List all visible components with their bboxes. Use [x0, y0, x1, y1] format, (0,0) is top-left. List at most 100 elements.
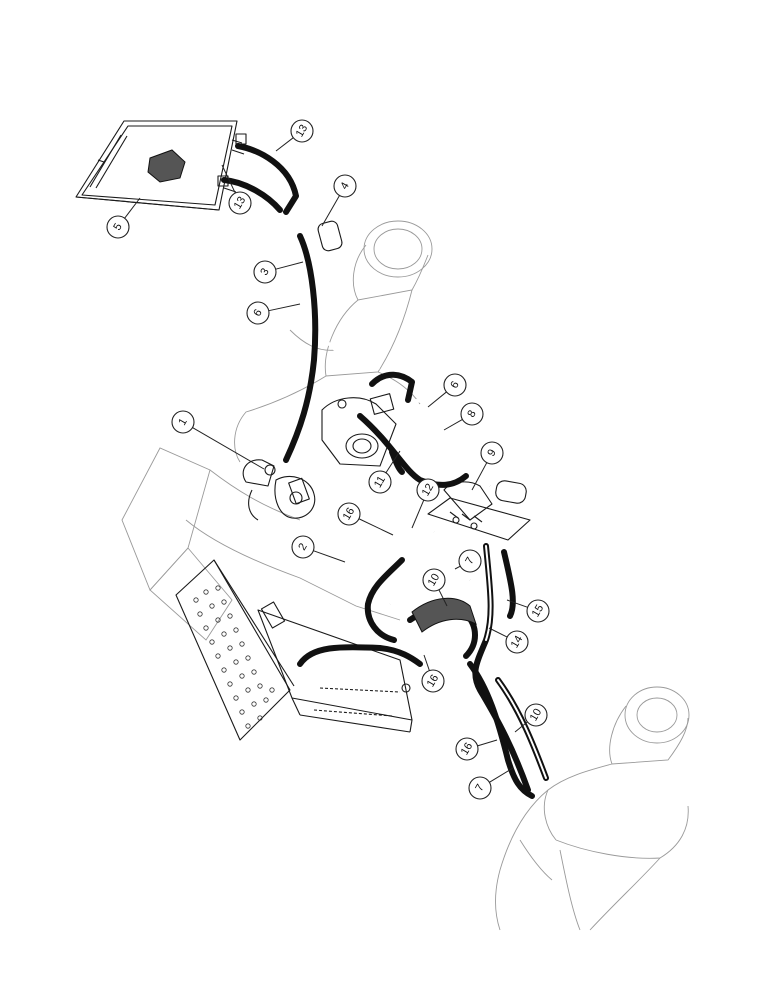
callout-leader-line	[477, 739, 498, 747]
callout-leader-line	[268, 303, 301, 312]
callout-number: 16	[459, 741, 476, 758]
transmission-valve	[321, 393, 397, 467]
callout-6: 6	[427, 373, 467, 408]
callout-leader-line	[427, 391, 447, 408]
callout-balloon	[333, 174, 357, 198]
callout-balloon	[416, 478, 440, 502]
callout-number: 3	[258, 266, 271, 277]
callout-balloon	[455, 737, 479, 761]
callout-6: 6	[246, 301, 301, 325]
hydraulic-pump	[242, 459, 316, 521]
callout-7: 7	[454, 549, 482, 573]
braided-hose-sleeve	[411, 597, 477, 633]
callout-balloon	[505, 630, 529, 654]
callout-2: 2	[291, 535, 346, 563]
callout-leader-line	[454, 565, 461, 570]
callout-balloon	[443, 373, 467, 397]
callout-number: 14	[509, 634, 526, 651]
engine-block	[121, 447, 401, 641]
callout-10: 10	[422, 568, 448, 607]
hydraulic-tank	[257, 601, 413, 733]
callout-4: 4	[321, 174, 357, 227]
callout-11: 11	[368, 450, 401, 494]
callout-8: 8	[443, 402, 484, 431]
callout-balloon	[337, 502, 361, 526]
callout-leader-line	[275, 261, 304, 270]
front-axle	[234, 220, 433, 463]
callout-7: 7	[468, 767, 514, 800]
callout-15: 15	[506, 599, 550, 623]
callout-16: 16	[421, 654, 445, 693]
callout-number: 12	[420, 482, 437, 499]
callout-balloon	[291, 535, 315, 559]
callout-leader-line	[411, 499, 425, 529]
callout-leader-line	[438, 589, 448, 607]
callout-number: 2	[296, 541, 309, 552]
callout-balloon	[368, 470, 392, 494]
callout-balloon	[526, 599, 550, 623]
callout-13: 13	[275, 119, 314, 152]
callout-14: 14	[488, 627, 529, 654]
callout-number: 6	[251, 307, 264, 318]
callout-9: 9	[471, 441, 504, 491]
accumulator	[317, 220, 343, 252]
callout-number: 4	[338, 180, 351, 191]
callout-balloon	[422, 568, 446, 592]
callout-balloon	[421, 669, 445, 693]
oil-cooler	[75, 120, 247, 211]
callout-16: 16	[337, 502, 394, 536]
hydraulic-hoses	[221, 143, 549, 799]
callout-number: 5	[111, 221, 124, 232]
callout-leader-line	[385, 450, 401, 474]
callout-number: 10	[426, 572, 443, 589]
callout-number: 11	[372, 474, 388, 490]
callout-3: 3	[253, 260, 304, 284]
callout-balloon	[228, 191, 252, 215]
callout-leader-line	[192, 427, 265, 470]
radiator-grille	[175, 559, 295, 741]
callout-16: 16	[455, 737, 498, 761]
callout-balloon	[106, 215, 130, 239]
callout-1: 1	[171, 410, 265, 470]
callout-number: 7	[473, 782, 486, 793]
callout-12: 12	[411, 478, 440, 529]
callout-leader-line	[443, 419, 463, 431]
callout-13: 13	[221, 164, 252, 215]
callout-number: 9	[485, 447, 498, 458]
callout-10: 10	[514, 703, 548, 733]
callout-leader-line	[514, 721, 528, 733]
callout-leader-line	[489, 767, 514, 783]
callout-number: 10	[528, 707, 545, 724]
callout-number: 16	[341, 506, 358, 523]
callout-balloon	[480, 441, 504, 465]
callout-leader-line	[358, 518, 394, 536]
callout-balloon	[468, 776, 492, 800]
callout-balloon	[246, 301, 270, 325]
callout-balloon	[171, 410, 195, 434]
callout-leader-line	[471, 462, 488, 491]
callout-leader-line	[423, 654, 430, 671]
callout-balloon	[253, 260, 277, 284]
callout-leader-line	[488, 627, 508, 638]
callout-number: 8	[465, 408, 478, 419]
callout-balloon	[458, 549, 482, 573]
callout-leader-line	[124, 197, 141, 219]
rigid-tubes	[290, 261, 491, 605]
callout-number: 16	[425, 673, 442, 690]
callout-number: 13	[232, 195, 249, 212]
callout-number: 1	[176, 416, 189, 427]
callout-balloon	[524, 703, 548, 727]
callout-leader-line	[506, 599, 528, 608]
callout-number: 6	[448, 379, 461, 390]
callout-leader-line	[221, 164, 236, 194]
rear-axle	[495, 686, 690, 931]
callout-leader-line	[275, 137, 294, 152]
callout-number: 15	[530, 603, 547, 620]
callout-5: 5	[106, 197, 141, 239]
callout-number: 13	[294, 123, 311, 140]
callout-leader-line	[321, 195, 340, 227]
callout-balloon	[460, 402, 484, 426]
callout-number: 7	[463, 555, 476, 566]
